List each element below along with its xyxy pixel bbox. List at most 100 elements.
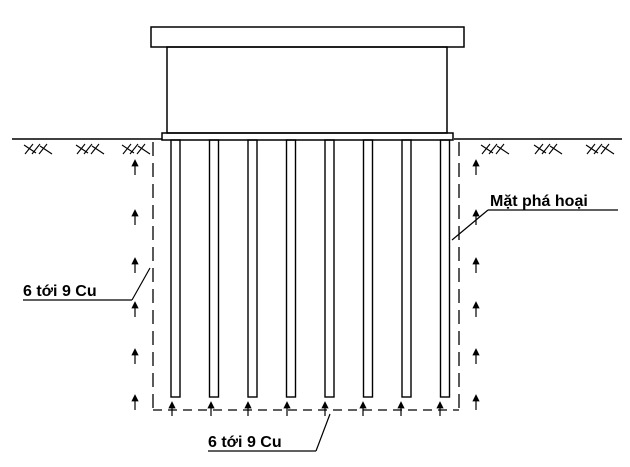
side-resistance-label: 6 tới 9 Cu (23, 283, 97, 300)
arrow-head (207, 401, 215, 409)
hatch-stroke (121, 144, 135, 154)
failure-label-leader (451, 209, 489, 241)
side-arrow-left (131, 301, 139, 317)
hatch-stroke (585, 144, 599, 154)
side-arrow-right (472, 348, 480, 364)
soil-hatch (75, 143, 105, 155)
pile (362, 139, 374, 398)
arrow-head (472, 394, 480, 402)
soil-hatch (533, 143, 563, 155)
pile (401, 139, 412, 398)
hatch-stroke (534, 143, 544, 155)
roof-slab (150, 26, 465, 48)
pile-cap (161, 132, 454, 141)
hatch-stroke (480, 144, 494, 154)
building-body (166, 46, 448, 134)
hatch-stroke (38, 143, 48, 155)
side-arrow-left (131, 394, 139, 410)
ground-surface (12, 138, 622, 155)
hatch-stroke (122, 143, 132, 155)
soil-hatch (585, 143, 615, 155)
side-arrow-right (472, 159, 480, 175)
side-arrow-left (131, 257, 139, 273)
side-arrow-left (131, 348, 139, 364)
arrow-head (397, 401, 405, 409)
superstructure (150, 26, 465, 141)
arrow-head (283, 401, 291, 409)
hatch-stroke (39, 145, 53, 155)
arrow-head (472, 209, 480, 217)
side-arrow-right (472, 394, 480, 410)
side-arrow-right (472, 209, 480, 225)
arrow-head (131, 301, 139, 309)
arrow-head (472, 348, 480, 356)
pile (170, 139, 181, 398)
hatch-stroke (600, 143, 610, 155)
base-arrow (283, 401, 291, 416)
base-arrow (244, 401, 252, 416)
hatch-stroke (136, 143, 146, 155)
label-leaders (23, 209, 618, 452)
hatch-stroke (90, 143, 100, 155)
arrow-head (321, 401, 329, 409)
side-arrow-left (131, 159, 139, 175)
hatch-stroke (496, 145, 510, 155)
arrow-head (131, 257, 139, 265)
base-arrow (168, 401, 176, 416)
hatch-stroke (31, 143, 41, 155)
hatch-stroke (23, 144, 37, 154)
hatch-stroke (76, 143, 86, 155)
base-arrow (359, 401, 367, 416)
hatch-stroke (495, 143, 505, 155)
failure-surface-label: Mặt phá hoại (490, 193, 588, 210)
arrow-head (168, 401, 176, 409)
base-arrow (397, 401, 405, 416)
side-arrow-right (472, 257, 480, 273)
hatch-stroke (488, 143, 498, 155)
base-arrow (207, 401, 215, 416)
hatch-stroke (83, 143, 93, 155)
arrow-head (359, 401, 367, 409)
hatch-stroke (24, 143, 34, 155)
hatch-stroke (586, 143, 596, 155)
arrow-head (472, 301, 480, 309)
hatch-stroke (91, 145, 105, 155)
pile (285, 139, 297, 398)
pile (247, 139, 258, 398)
side-label-leader (131, 267, 151, 301)
arrow-head (131, 394, 139, 402)
base-label-leader (315, 413, 331, 452)
failure-surface-lines (152, 142, 460, 411)
arrow-head (131, 159, 139, 167)
pile (439, 139, 451, 398)
hatch-stroke (548, 143, 558, 155)
hatch-stroke (481, 143, 491, 155)
resistance-arrows (131, 159, 480, 416)
arrow-head (131, 348, 139, 356)
hatch-stroke (601, 145, 615, 155)
hatch-stroke (593, 143, 603, 155)
hatch-stroke (549, 145, 563, 155)
soil-hatch (23, 143, 53, 155)
hatch-stroke (541, 143, 551, 155)
arrow-head (131, 209, 139, 217)
arrow-head (472, 257, 480, 265)
soil-hatch (121, 143, 151, 155)
base-resistance-label: 6 tới 9 Cu (208, 434, 282, 451)
arrow-head (436, 401, 444, 409)
hatch-stroke (129, 143, 139, 155)
side-arrow-left (131, 209, 139, 225)
hatch-stroke (137, 145, 151, 155)
arrow-head (472, 159, 480, 167)
base-arrow (436, 401, 444, 416)
hatch-stroke (75, 144, 89, 154)
hatch-stroke (533, 144, 547, 154)
arrow-head (244, 401, 252, 409)
soil-hatch (480, 143, 510, 155)
pile (324, 139, 335, 398)
base-arrow (321, 401, 329, 416)
pile (208, 139, 220, 398)
side-arrow-right (472, 301, 480, 317)
